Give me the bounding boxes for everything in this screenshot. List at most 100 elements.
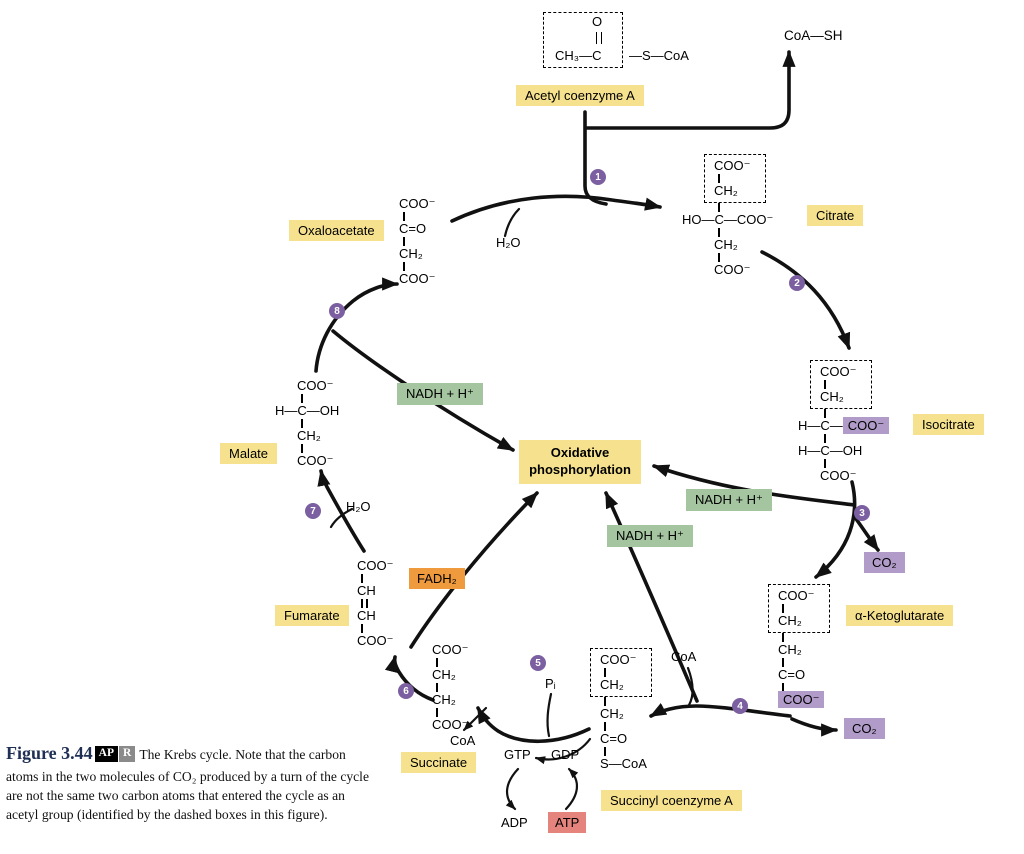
dashed-box: COO⁻ CH₂ bbox=[810, 360, 873, 409]
acetyl-coa-label: Acetyl coenzyme A bbox=[516, 85, 644, 106]
formula-row: CH₂ bbox=[714, 237, 738, 252]
pi-text: Pᵢ bbox=[545, 676, 556, 691]
acetyl-entry-arrow bbox=[583, 110, 608, 206]
fumarate-label: Fumarate bbox=[275, 605, 349, 626]
formula-row: COO⁻ bbox=[778, 588, 815, 603]
citrate-label: Citrate bbox=[807, 205, 864, 226]
formula-row: CH bbox=[357, 608, 376, 623]
formula-row: CH₂ bbox=[600, 706, 624, 721]
co2-badge-2: CO₂ bbox=[844, 718, 885, 739]
formula-row: HO—C—COO⁻ bbox=[682, 212, 774, 227]
single-bond bbox=[604, 668, 606, 677]
single-bond bbox=[782, 683, 784, 692]
single-bond bbox=[782, 658, 784, 667]
gdp-text: GDP bbox=[551, 747, 580, 762]
step-5-badge: 5 bbox=[530, 655, 546, 671]
formula-row: CH₂ bbox=[778, 613, 802, 628]
acetyl-coa-structure: O CH₃—C —S—CoA bbox=[543, 12, 703, 76]
figure-title: Figure 3.44 bbox=[6, 743, 93, 763]
formula-row: C=O bbox=[600, 731, 628, 746]
single-bond bbox=[604, 747, 606, 756]
succinyl-to-succinate-arrow bbox=[476, 706, 591, 744]
acetyl-chain-rest: —S—CoA bbox=[629, 48, 689, 63]
double-bond bbox=[361, 599, 368, 608]
nadh-badge-3: NADH + H⁺ bbox=[397, 383, 483, 405]
formula-row: COO⁻ bbox=[432, 717, 469, 732]
formula-row: COO⁻ bbox=[399, 271, 436, 286]
single-bond bbox=[718, 253, 720, 262]
nadh-badge-2: NADH + H⁺ bbox=[607, 525, 693, 547]
co2-badge-1: CO₂ bbox=[864, 552, 905, 573]
dashed-box: COO⁻ CH₂ bbox=[768, 584, 831, 633]
h2o-join-1 bbox=[503, 207, 521, 238]
coa-sh-arrow bbox=[585, 50, 796, 130]
formula-row: COO⁻ bbox=[820, 364, 857, 379]
succinyl-coa-label: Succinyl coenzyme A bbox=[601, 790, 742, 811]
gtp-text: GTP bbox=[504, 747, 531, 762]
formula-row: COO⁻ bbox=[399, 196, 436, 211]
formula-row: CH₂ bbox=[399, 246, 423, 261]
step-7-badge: 7 bbox=[305, 503, 321, 519]
step-2-badge: 2 bbox=[789, 275, 805, 291]
h2o-text-2: H₂O bbox=[346, 499, 371, 514]
malate-label: Malate bbox=[220, 443, 278, 464]
formula-row: CH₂ bbox=[297, 428, 321, 443]
step-1-badge: 1 bbox=[590, 169, 606, 185]
isocitrate-structure: COO⁻ CH₂ H—C—COO⁻ H—C—OH COO⁻ bbox=[798, 360, 890, 484]
oxaloacetate-to-citrate-arrow bbox=[450, 194, 662, 223]
formula-row: CH₂ bbox=[820, 389, 844, 404]
single-bond bbox=[301, 444, 303, 453]
single-bond bbox=[403, 237, 405, 246]
coa-sh-text: CoA—SH bbox=[784, 28, 843, 43]
step-8-badge: 8 bbox=[329, 303, 345, 319]
single-bond bbox=[436, 658, 438, 667]
highlighted-group: COO⁻ bbox=[842, 417, 890, 434]
single-bond bbox=[436, 683, 438, 692]
oxaloacetate-label: Oxaloacetate bbox=[289, 220, 384, 241]
co2-branch-2-arrow bbox=[790, 717, 838, 737]
succinate-to-fumarate-arrow bbox=[384, 655, 435, 702]
formula-row: C=O bbox=[399, 221, 427, 236]
atp-badge: ATP bbox=[548, 812, 587, 833]
formula-row: CH₂ bbox=[432, 692, 456, 707]
single-bond bbox=[824, 459, 826, 468]
coa-join-arrow bbox=[686, 666, 694, 707]
coa-release-arrow bbox=[462, 706, 488, 732]
single-bond bbox=[604, 697, 606, 706]
step-6-badge: 6 bbox=[398, 683, 414, 699]
formula-row: COO⁻ bbox=[714, 158, 751, 173]
coa-text-1: CoA bbox=[671, 649, 697, 664]
single-bond bbox=[403, 262, 405, 271]
formula-row: COO⁻ bbox=[714, 262, 751, 277]
oxaloacetate-structure: COO⁻ C=O CH₂ COO⁻ bbox=[399, 196, 435, 287]
akg-to-succinyl-arrow bbox=[649, 702, 792, 718]
formula-row: H—C—COO⁻ bbox=[798, 417, 890, 434]
formula-row: CH bbox=[357, 583, 376, 598]
formula-row: COO⁻ bbox=[357, 633, 394, 648]
formula-row: H—C—OH bbox=[798, 443, 863, 458]
dashed-box: COO⁻CH₂ bbox=[704, 154, 767, 203]
gdp-to-gtp-arc bbox=[534, 737, 592, 765]
single-bond bbox=[782, 604, 784, 613]
formula-row: CH₂ bbox=[778, 642, 802, 657]
nadh-badge-1: NADH + H⁺ bbox=[686, 489, 772, 511]
highlighted-group: COO⁻ bbox=[778, 691, 825, 708]
single-bond bbox=[403, 212, 405, 221]
single-bond bbox=[301, 394, 303, 403]
formula-row: COO⁻ bbox=[357, 558, 394, 573]
formula-row: COO⁻ bbox=[820, 468, 857, 483]
succinate-label: Succinate bbox=[401, 752, 477, 773]
malate-to-oxaloacetate-arrow bbox=[314, 277, 399, 373]
fumarate-structure: COO⁻ CH CH COO⁻ bbox=[357, 558, 393, 649]
exchange-arc-right bbox=[564, 767, 579, 811]
step-4-badge: 4 bbox=[732, 698, 748, 714]
coa-text-2: CoA bbox=[450, 733, 476, 748]
acetyl-dashed-box bbox=[543, 12, 623, 68]
co2-branch-1-arrow bbox=[852, 514, 880, 552]
formula-row: S—CoA bbox=[600, 756, 647, 771]
